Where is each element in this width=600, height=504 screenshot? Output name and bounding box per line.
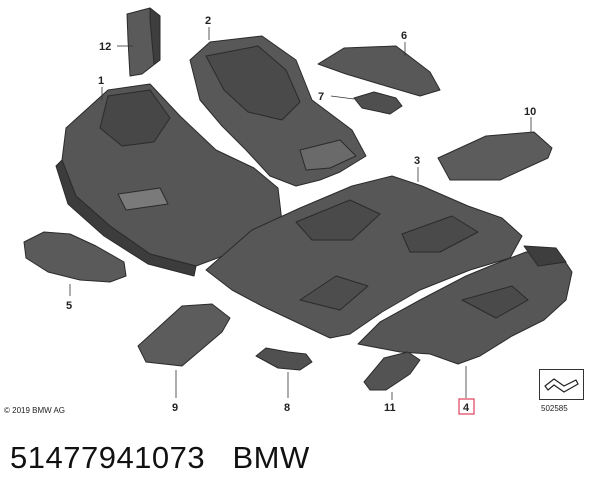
part-4-side-mat [357, 245, 573, 365]
part-3-rear-floor-covering [205, 175, 523, 339]
part-1-front-left-floor-mat [55, 83, 283, 277]
part-9-floor-insert [137, 303, 231, 367]
part-number: 51477941073 [10, 440, 206, 475]
callout-6: 6 [401, 30, 407, 42]
exploded-parts-diagram: 12 2 1 6 7 10 3 5 9 8 11 4 [23, 7, 573, 415]
part-11-clip [363, 351, 421, 391]
callout-4-highlight-box [458, 398, 475, 415]
callout-7: 7 [318, 91, 324, 103]
part-12-upright-panel [126, 7, 161, 77]
leader-lines [69, 27, 532, 400]
callout-8: 8 [284, 402, 290, 414]
part-caption: 51477941073 BMW [10, 440, 310, 476]
callout-3: 3 [414, 155, 420, 167]
callout-12: 12 [99, 41, 111, 53]
callout-10: 10 [524, 106, 536, 118]
part-6-rear-strip [317, 45, 441, 97]
callout-9: 9 [172, 402, 178, 414]
part-5-small-left-mat [23, 231, 127, 283]
brand-name: BMW [232, 440, 310, 475]
part-8-bracket [255, 347, 313, 371]
reference-symbol-box [539, 369, 584, 400]
wrench-arrow-icon [544, 378, 579, 393]
part-2-front-right-floor-mat [189, 35, 367, 187]
part-10-flat-insert [437, 131, 553, 181]
part-7-small-pad [353, 91, 403, 115]
copyright-text: © 2019 BMW AG [4, 406, 66, 415]
reference-number: 502585 [541, 404, 568, 413]
callout-5: 5 [66, 300, 72, 312]
callout-labels: 12 2 1 6 7 10 3 5 9 8 11 4 [66, 15, 536, 415]
callout-11: 11 [384, 402, 396, 414]
callout-1: 1 [98, 75, 104, 87]
callout-4: 4 [463, 402, 470, 414]
callout-2: 2 [205, 15, 211, 27]
